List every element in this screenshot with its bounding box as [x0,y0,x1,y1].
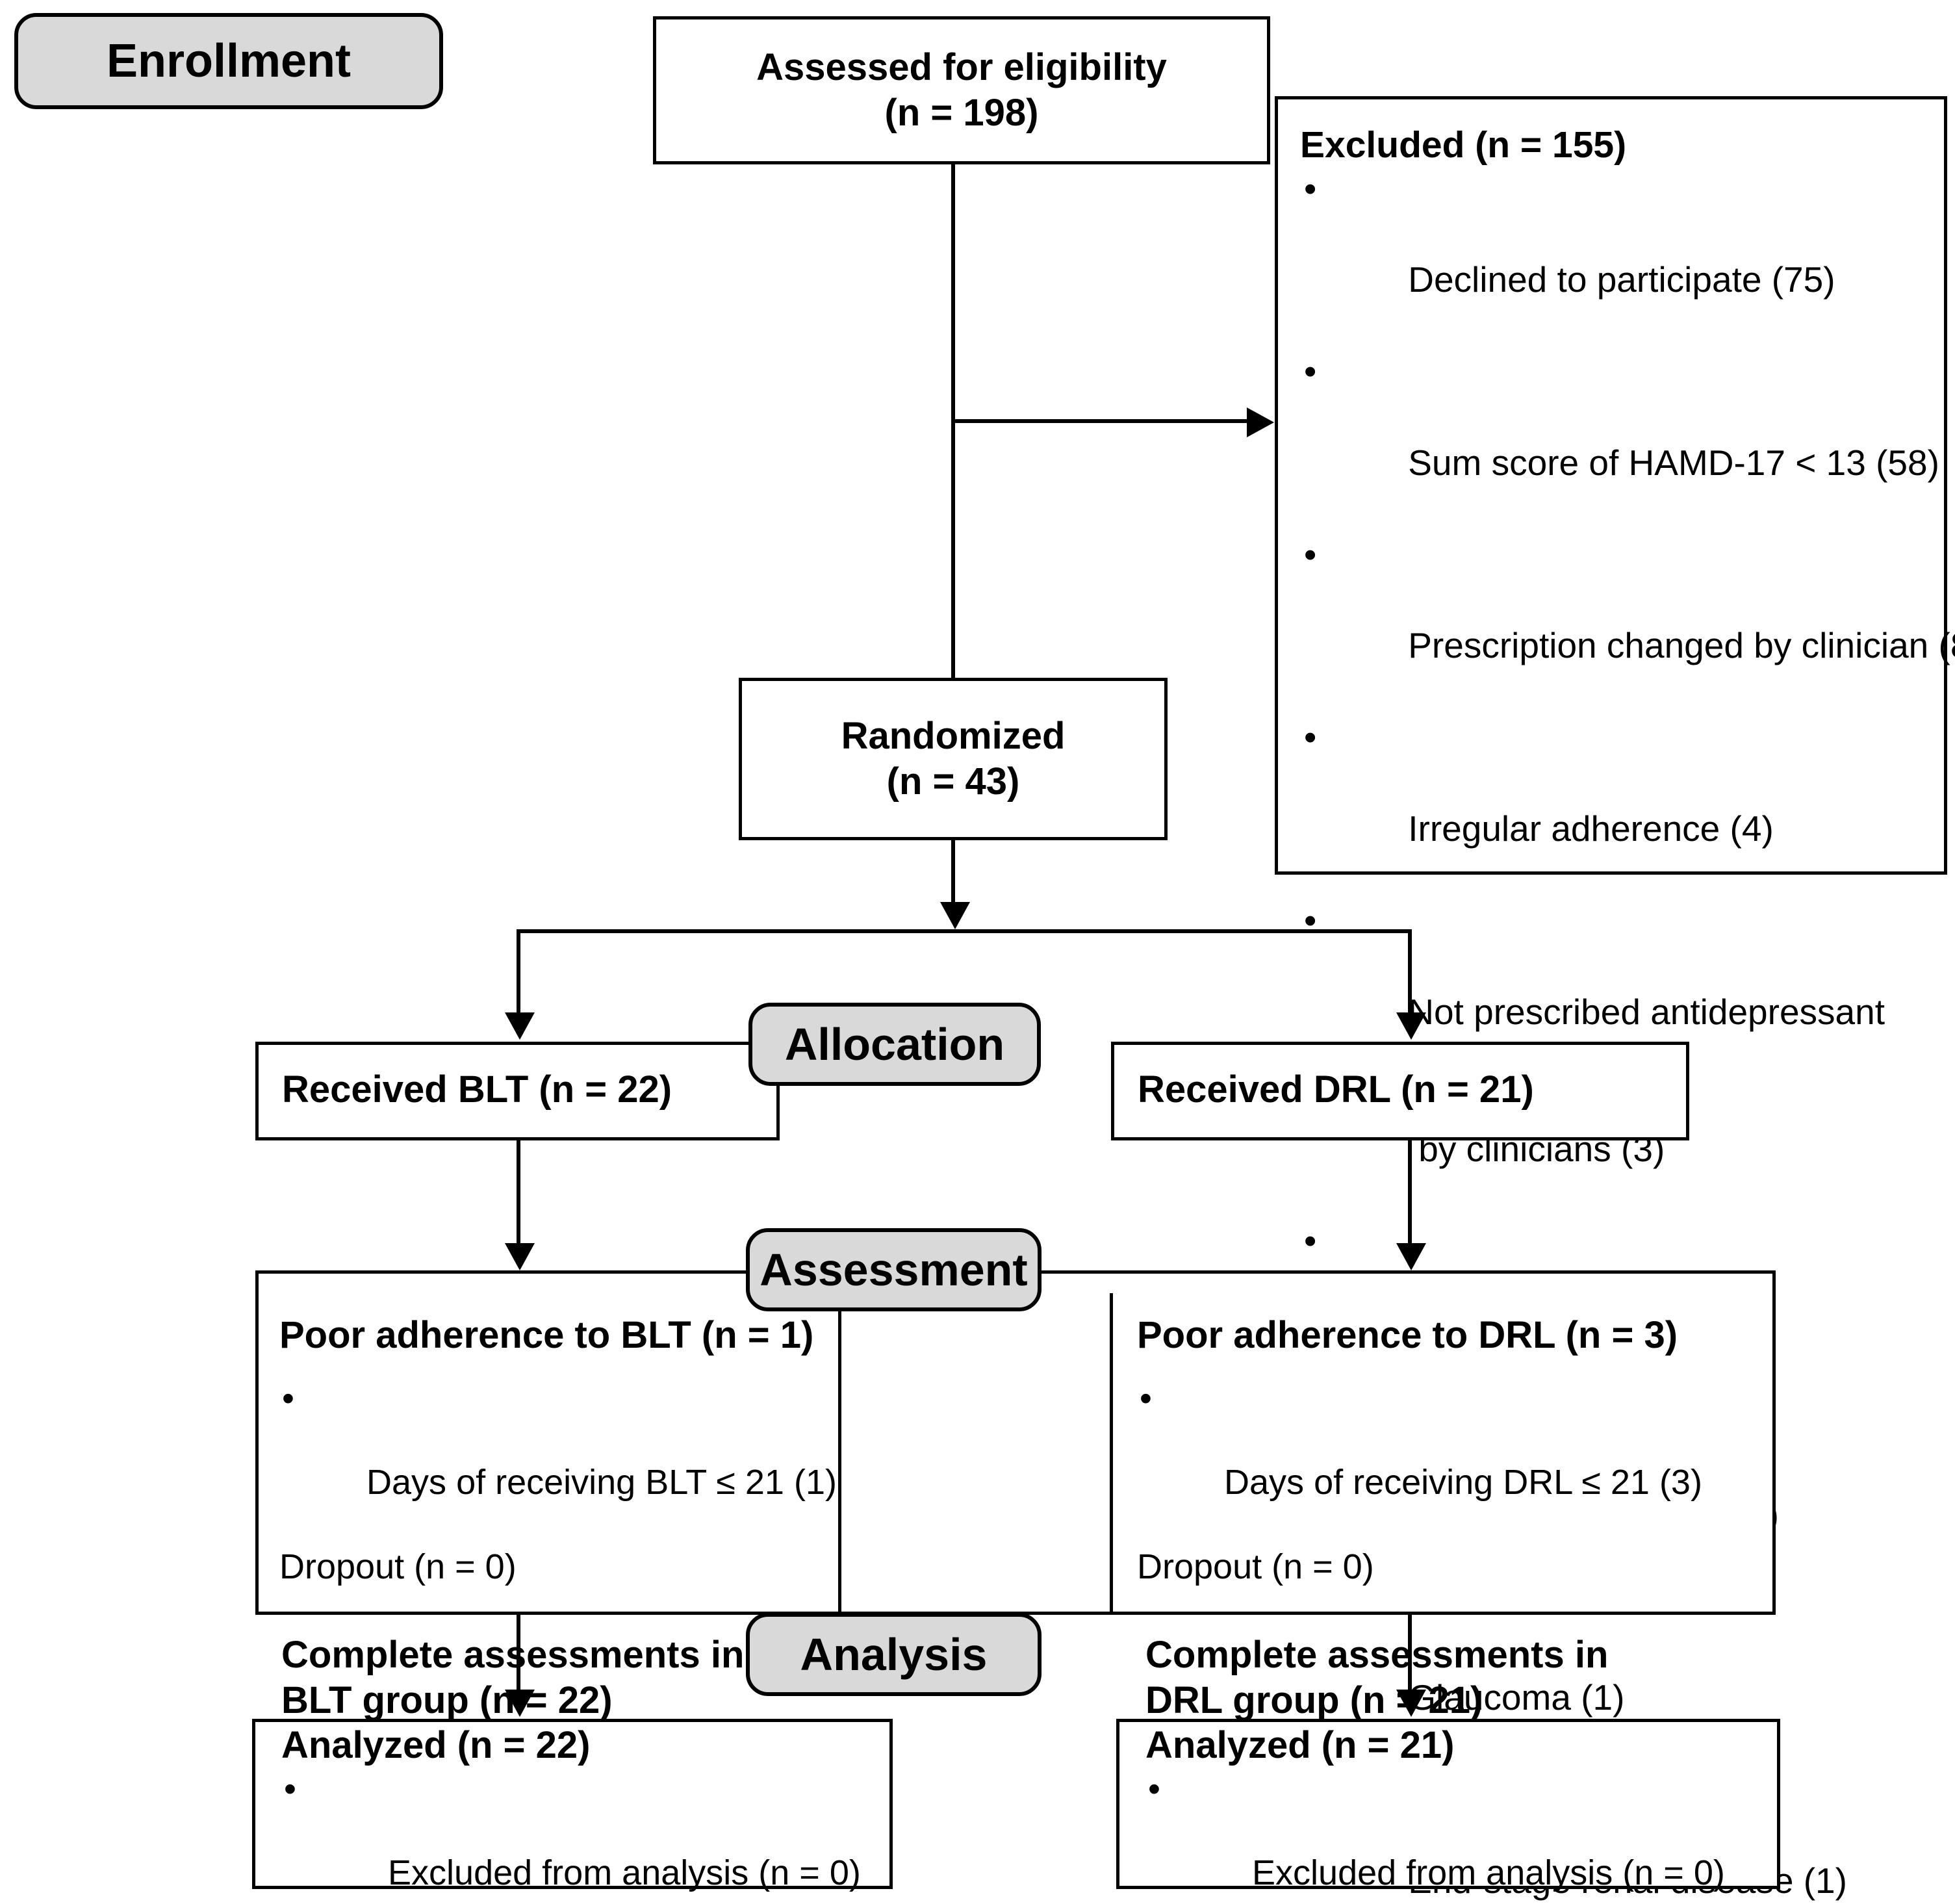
arrow-drl-assess-to-analysis [1396,1690,1426,1717]
arrow-to-received-blt [505,1012,535,1040]
randomized-line-1: Randomized [841,715,1066,758]
split-bar-allocation [517,929,1412,933]
randomized-line-2: (n = 43) [886,760,1020,803]
assessed-line-2: (n = 198) [884,92,1039,134]
stage-badge-assessment-label: Assessment [760,1244,1028,1295]
analysis-blt-line-2: BLT group (n = 22) [281,1679,613,1721]
analysis-blt-box: Complete assessments in BLT group (n = 2… [252,1634,893,1892]
assessment-blt-content: Poor adherence to BLT (n = 1) • Days of … [279,1313,837,1586]
assessment-drl-dropout: Dropout (n = 0) [1137,1547,1374,1586]
list-item: • Declined to participate (75) [1300,166,1922,349]
list-item-label: Sum score of HAMD-17 < 13 (58) [1408,442,1939,483]
analysis-drl-content: Complete assessments in DRL group (n = 2… [1145,1632,1769,1892]
bullet-glyph: • [1304,717,1317,758]
assessment-blt-bullet: • Days of receiving BLT ≤ 21 (1) [279,1378,837,1546]
split-right-drop [1408,929,1412,1015]
analysis-drl-line-2: DRL group (n = 21) [1145,1679,1483,1721]
analysis-blt-line-3: Analyzed (n = 22) [281,1724,591,1767]
analysis-drl-line-3: Analyzed (n = 21) [1145,1724,1455,1767]
excluded-box: Excluded (n = 155) • Declined to partici… [1275,96,1955,1901]
analysis-drl-bullet-label: Excluded from analysis (n = 0) [1252,1853,1725,1893]
analysis-blt-bullet-label: Excluded from analysis (n = 0) [388,1853,861,1893]
stage-badge-analysis-label: Analysis [800,1629,988,1680]
split-left-drop [517,929,520,1015]
excluded-title: Excluded (n = 155) [1300,124,1627,166]
analysis-blt-bullet: • Excluded from analysis (n = 0) [281,1768,861,1904]
arrow-blt-alloc-to-assess [505,1243,535,1270]
connector-blt-alloc-to-assess [517,1140,520,1244]
connector-drl-assess-to-analysis [1408,1615,1412,1693]
arrow-to-excluded [1247,407,1274,437]
received-blt-label: Received BLT (n = 22) [282,1068,672,1111]
list-item: • Sum score of HAMD-17 < 13 (58) [1300,348,1939,532]
assessment-divider-right [1110,1293,1113,1615]
analysis-drl-bullet: • Excluded from analysis (n = 0) [1145,1768,1725,1904]
list-item: • Irregular adherence (4) [1300,714,1922,897]
randomized-box: Randomized (n = 43) [739,678,1168,840]
list-item-label: Irregular adherence (4) [1408,808,1774,849]
assessment-drl-bullet-label: Days of receiving DRL ≤ 21 (3) [1224,1463,1702,1502]
list-item-label: Glaucoma (1) [1408,1677,1625,1718]
bullet-glyph: • [1148,1769,1160,1808]
bullet-glyph: • [284,1769,296,1808]
arrow-to-received-drl [1396,1012,1426,1040]
bullet-glyph: • [1304,168,1317,209]
connector-blt-assess-to-analysis [517,1615,520,1693]
analysis-blt-content: Complete assessments in BLT group (n = 2… [281,1632,879,1892]
list-item-label: Declined to participate (75) [1408,259,1835,300]
assessment-row-box [255,1270,1776,1615]
assessment-drl-content: Poor adherence to DRL (n = 3) • Days of … [1137,1313,1754,1586]
list-item: • Not prescribed antidepressant [1300,897,1922,1081]
assessment-drl-bullet: • Days of receiving DRL ≤ 21 (3) [1137,1378,1702,1546]
bullet-glyph: • [1304,1220,1317,1261]
assessment-blt-dropout: Dropout (n = 0) [279,1547,517,1586]
analysis-drl-box: Complete assessments in DRL group (n = 2… [1116,1634,1780,1892]
assessment-divider-left [838,1293,841,1615]
arrow-drl-alloc-to-assess [1396,1243,1426,1270]
stage-badge-allocation-label: Allocation [784,1019,1005,1070]
analysis-drl-line-1: Complete assessments in [1145,1634,1609,1676]
stage-badge-allocation: Allocation [748,1003,1041,1086]
assessment-blt-bullet-label: Days of receiving BLT ≤ 21 (1) [366,1463,837,1502]
list-item-label: Prescription changed by clinician (8) [1408,625,1955,666]
bullet-glyph: • [1140,1378,1152,1418]
stage-badge-enrollment: Enrollment [14,13,443,109]
connector-randomized-stem [951,840,955,905]
list-item: • Prescription changed by clinician (8) [1300,532,1955,715]
received-drl-label: Received DRL (n = 21) [1138,1068,1534,1111]
list-item-label: Not prescribed antidepressant [1408,991,1885,1032]
assessment-blt-heading: Poor adherence to BLT (n = 1) [279,1314,814,1356]
list-item: • Glaucoma (1) [1300,1584,1922,1767]
assessment-drl-heading: Poor adherence to DRL (n = 3) [1137,1314,1678,1356]
stage-badge-enrollment-label: Enrollment [106,35,351,87]
bullet-glyph: • [1304,351,1317,392]
connector-drl-alloc-to-assess [1408,1140,1412,1244]
bullet-glyph: • [1304,534,1317,574]
analysis-blt-line-1: Complete assessments in [281,1634,745,1676]
received-blt-box: Received BLT (n = 22) [255,1042,780,1140]
connector-assessed-to-excluded [951,419,1247,423]
assessed-line-1: Assessed for eligibility [756,46,1167,89]
arrow-blt-assess-to-analysis [505,1690,535,1717]
assessed-for-eligibility-box: Assessed for eligibility (n = 198) [653,16,1270,164]
received-drl-box: Received DRL (n = 21) [1111,1042,1689,1140]
bullet-glyph: • [1304,899,1317,940]
stage-badge-analysis: Analysis [746,1613,1041,1696]
stage-badge-assessment: Assessment [746,1228,1041,1311]
arrow-randomized-stem [940,902,970,929]
bullet-glyph: • [282,1378,294,1418]
